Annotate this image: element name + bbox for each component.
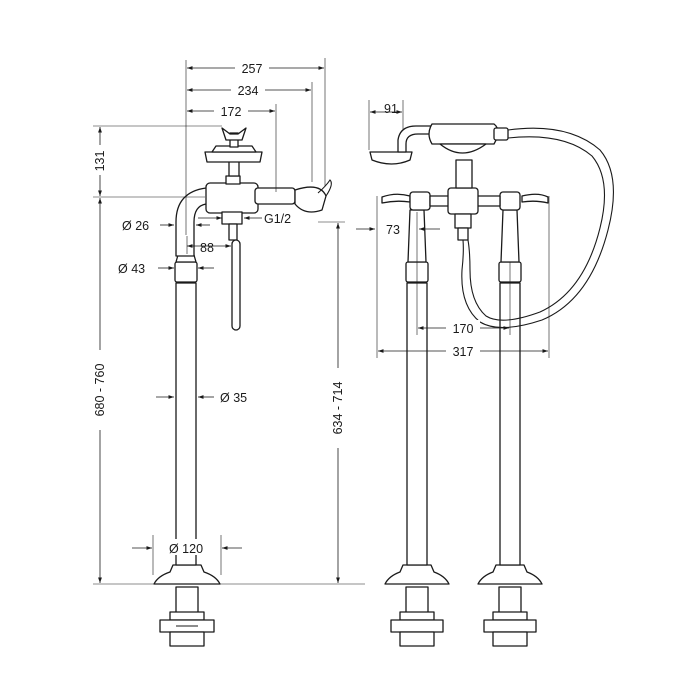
- dim-dia-43: Ø 43: [118, 262, 145, 276]
- front-hand-shower: [428, 123, 614, 329]
- dim-dia-26: Ø 26: [122, 219, 149, 233]
- side-mixer-body: [205, 175, 332, 331]
- side-collar: [174, 261, 198, 283]
- dim-g12: G1/2: [264, 212, 291, 226]
- front-view: [369, 123, 614, 647]
- dim-634-714: 634 - 714: [331, 382, 345, 435]
- side-view: [153, 127, 332, 647]
- side-column: [175, 282, 197, 566]
- dimension-labels: 257 234 172 131 680 - 760 634 - 714 Ø 26…: [93, 60, 480, 556]
- dim-257: 257: [242, 62, 263, 76]
- dim-234: 234: [238, 84, 259, 98]
- dim-131: 131: [93, 151, 107, 172]
- dim-dia-35: Ø 35: [220, 391, 247, 405]
- side-shower-head: [204, 127, 263, 177]
- dim-dia-120: Ø 120: [169, 542, 203, 556]
- dim-170: 170: [453, 322, 474, 336]
- side-base-escutcheon: [153, 564, 221, 585]
- front-shower-head: [369, 125, 433, 165]
- side-floor-fitting: [159, 586, 215, 647]
- front-bridge-mixer: [381, 159, 549, 241]
- dim-172: 172: [221, 105, 242, 119]
- dim-680-760: 680 - 760: [93, 364, 107, 417]
- dim-317: 317: [453, 345, 474, 359]
- dim-73: 73: [386, 223, 400, 237]
- front-leg-left: [384, 209, 450, 647]
- dim-91: 91: [384, 102, 398, 116]
- dim-88: 88: [200, 241, 214, 255]
